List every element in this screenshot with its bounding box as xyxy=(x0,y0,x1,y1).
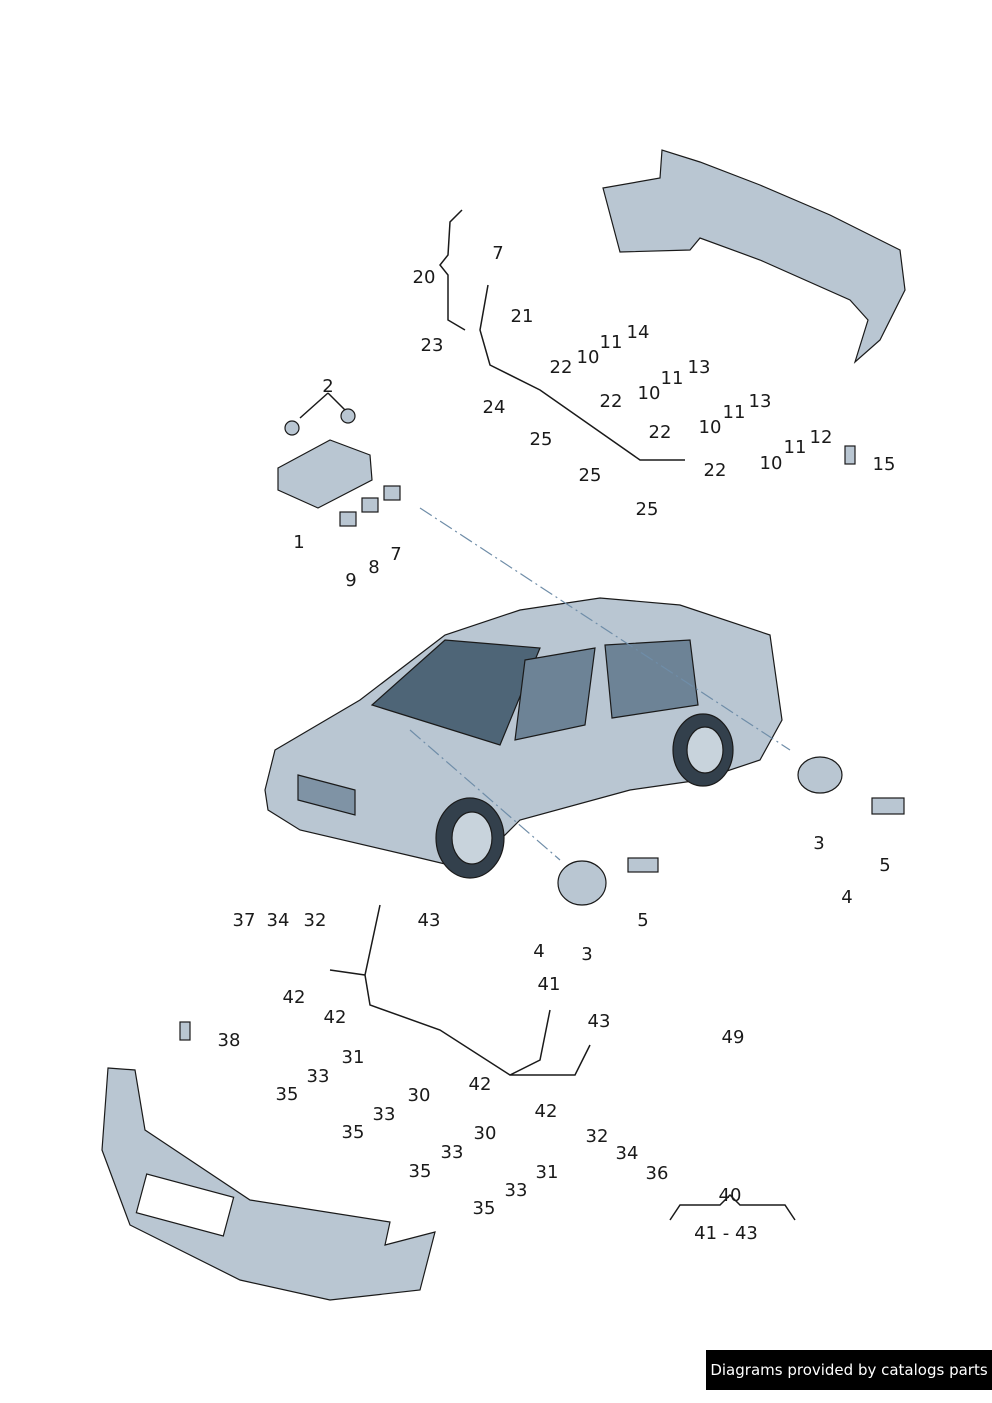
part-callout-42: 42 xyxy=(323,1007,347,1028)
part-callout-12: 12 xyxy=(809,427,833,448)
part-callout-30: 30 xyxy=(407,1085,431,1106)
part-callout-33: 33 xyxy=(504,1180,528,1201)
side-window xyxy=(514,647,596,741)
part-callout-33: 33 xyxy=(306,1066,330,1087)
part-callout-32: 32 xyxy=(585,1126,609,1147)
part-callout-34: 34 xyxy=(266,910,290,931)
part-callout-25: 25 xyxy=(635,499,659,520)
part-callout-43: 43 xyxy=(587,1011,611,1032)
connector xyxy=(383,485,401,501)
part-callout-40: 40 xyxy=(718,1185,742,1206)
part-callout-10: 10 xyxy=(698,417,722,438)
front-harness xyxy=(329,904,591,1076)
part-callout-9: 9 xyxy=(345,570,357,591)
part-callout-22: 22 xyxy=(599,391,623,412)
part-callout-42: 42 xyxy=(468,1074,492,1095)
grille xyxy=(297,774,356,816)
part-callout-4: 4 xyxy=(533,941,545,962)
part-callout-35: 35 xyxy=(408,1161,432,1182)
part-callout-13: 13 xyxy=(748,391,772,412)
bracket-20 xyxy=(439,209,466,331)
part-callout-11: 11 xyxy=(660,368,684,389)
part-callout-15: 15 xyxy=(872,454,896,475)
part-callout-11: 11 xyxy=(783,437,807,458)
part-callout-35: 35 xyxy=(472,1198,496,1219)
part-callout-2: 2 xyxy=(322,376,334,397)
part-callout-3: 3 xyxy=(581,944,593,965)
part-callout-41-43: 41 - 43 xyxy=(694,1223,758,1244)
buzzer xyxy=(557,860,607,906)
connector xyxy=(627,857,659,873)
rear-bumper xyxy=(602,149,906,364)
part-callout-42: 42 xyxy=(282,987,306,1008)
part-callout-25: 25 xyxy=(529,429,553,450)
part-callout-34: 34 xyxy=(615,1143,639,1164)
grommet xyxy=(179,1021,191,1041)
part-callout-30: 30 xyxy=(473,1123,497,1144)
grommet xyxy=(844,445,856,465)
connector xyxy=(871,797,905,815)
part-callout-35: 35 xyxy=(341,1122,365,1143)
part-callout-4: 4 xyxy=(841,887,853,908)
part-callout-36: 36 xyxy=(645,1163,669,1184)
part-callout-38: 38 xyxy=(217,1030,241,1051)
nut xyxy=(284,420,300,436)
part-callout-23: 23 xyxy=(420,335,444,356)
nut xyxy=(340,408,356,424)
footer-credit: Diagrams provided by catalogs parts xyxy=(706,1350,992,1390)
buzzer xyxy=(797,756,843,794)
part-callout-13: 13 xyxy=(687,357,711,378)
part-callout-3: 3 xyxy=(813,833,825,854)
part-callout-31: 31 xyxy=(535,1162,559,1183)
rear-window xyxy=(604,639,699,719)
part-callout-1: 1 xyxy=(293,532,305,553)
part-callout-24: 24 xyxy=(482,397,506,418)
part-callout-41: 41 xyxy=(537,974,561,995)
part-callout-10: 10 xyxy=(759,453,783,474)
bracket-40 xyxy=(669,1193,796,1221)
part-callout-32: 32 xyxy=(303,910,327,931)
rear-harness xyxy=(479,284,685,461)
leader-dash xyxy=(419,507,791,751)
connector xyxy=(339,511,357,527)
part-callout-14: 14 xyxy=(626,322,650,343)
connector xyxy=(361,497,379,513)
part-callout-11: 11 xyxy=(722,402,746,423)
part-callout-10: 10 xyxy=(637,383,661,404)
part-callout-33: 33 xyxy=(440,1142,464,1163)
part-callout-5: 5 xyxy=(879,855,891,876)
part-callout-21: 21 xyxy=(510,306,534,327)
part-callout-49: 49 xyxy=(721,1027,745,1048)
control-unit xyxy=(277,439,373,509)
part-callout-10: 10 xyxy=(576,347,600,368)
part-callout-33: 33 xyxy=(372,1104,396,1125)
part-callout-42: 42 xyxy=(534,1101,558,1122)
part-callout-5: 5 xyxy=(637,910,649,931)
part-callout-20: 20 xyxy=(412,267,436,288)
part-callout-7: 7 xyxy=(390,544,402,565)
bracket-2 xyxy=(299,392,346,419)
part-callout-22: 22 xyxy=(549,357,573,378)
part-callout-35: 35 xyxy=(275,1084,299,1105)
part-callout-22: 22 xyxy=(703,460,727,481)
part-callout-37: 37 xyxy=(232,910,256,931)
license-plate xyxy=(135,1173,235,1237)
part-callout-43: 43 xyxy=(417,910,441,931)
part-callout-8: 8 xyxy=(368,557,380,578)
part-callout-25: 25 xyxy=(578,465,602,486)
part-callout-22: 22 xyxy=(648,422,672,443)
part-callout-31: 31 xyxy=(341,1047,365,1068)
part-callout-11: 11 xyxy=(599,332,623,353)
leader-dash xyxy=(409,729,561,861)
front-bumper xyxy=(101,1067,436,1301)
windshield xyxy=(370,639,541,746)
part-callout-7: 7 xyxy=(492,243,504,264)
